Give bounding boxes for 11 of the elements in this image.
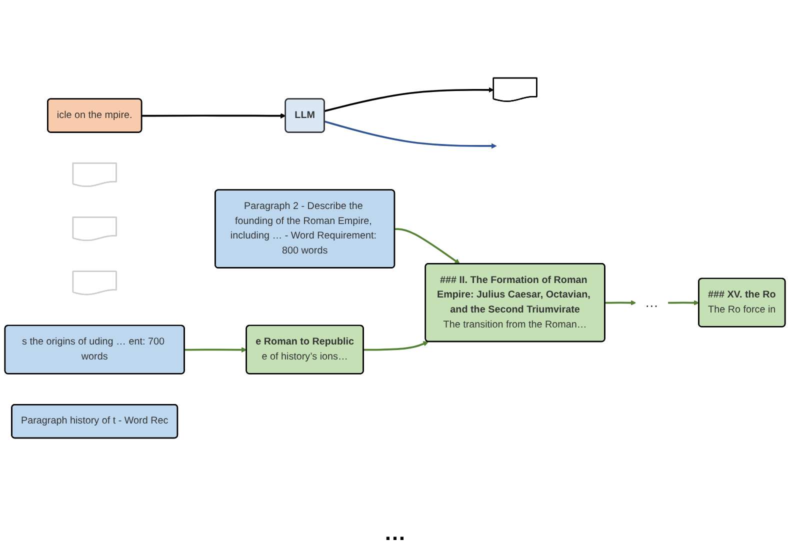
arrow <box>142 113 286 119</box>
arrow <box>184 347 247 353</box>
ellipsis-text: … <box>384 520 406 546</box>
arrow <box>324 87 494 112</box>
node-text: … <box>644 294 658 310</box>
arrow <box>394 228 460 264</box>
arrow <box>324 120 497 149</box>
arrow <box>605 300 636 306</box>
arrow <box>364 341 429 351</box>
arrow <box>668 300 700 306</box>
flow-diagram: icle on the mpire. LLM s the origins of uding … ent: 700 words Paragraph 2 - Describe the founding of the Roman Empire, including … - Word Requirement: 800 words Paragraph history of t - Word Rec e Roman to Republic e of history’s ions… ### II. The Formation of Roman Empire: Julius Caesar, Octavian, and the Second Triumvirate The transition from the Roman… … ### XV. the Ro The Ro force in <box>0 0 790 516</box>
